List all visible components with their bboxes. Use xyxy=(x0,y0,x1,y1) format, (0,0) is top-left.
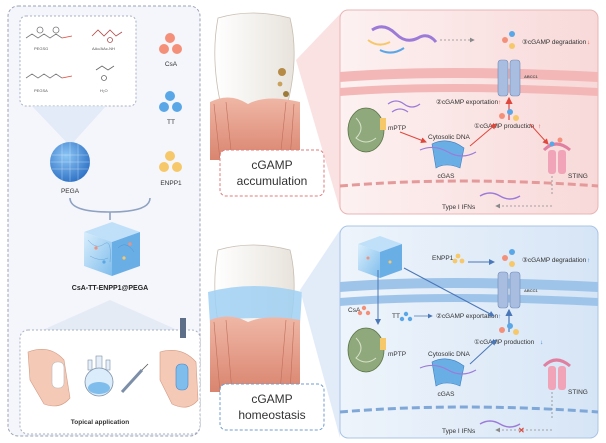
csa-label: CsA xyxy=(165,61,178,68)
h2o-label: H₂O xyxy=(100,88,108,93)
state-bottom-line2: homeostasis xyxy=(238,408,305,422)
csa-cluster-icon xyxy=(159,33,182,54)
sting-top-label: STING xyxy=(568,173,588,180)
abcc1-bottom-label: ABCC1 xyxy=(524,288,539,293)
nuclear-dna-bottom xyxy=(479,420,521,428)
pegsa-label: PEGSA xyxy=(34,88,48,93)
inset-funnel xyxy=(32,106,106,146)
pega-sphere xyxy=(50,142,90,182)
abcc1-transporter-bottom xyxy=(497,271,521,309)
state-box-top xyxy=(219,149,325,197)
top-panel-frame xyxy=(339,9,599,215)
tooth-diseased xyxy=(210,12,300,161)
combine-bracket xyxy=(69,197,151,220)
type1-ifns-top-label: Type I IFNs xyxy=(442,204,476,211)
sting-bottom-label: STING xyxy=(568,389,588,396)
production-top-arrow: ↑ xyxy=(538,123,541,130)
cgamp-cluster-top xyxy=(499,109,519,121)
mptp-bottom-label: mPTP xyxy=(388,351,406,358)
aac-label: AAc/AAc-NH xyxy=(92,46,115,51)
finger-right-icon xyxy=(159,318,199,408)
production-bottom-arrow: ↓ xyxy=(540,339,543,346)
mptp-top-label: mPTP xyxy=(388,125,406,132)
flask-icon xyxy=(84,355,114,397)
degradation-top-label: ③cGAMP degradation xyxy=(522,38,587,46)
topical-application-label: Topical application xyxy=(71,419,129,426)
cgamp-cluster-bottom xyxy=(499,323,519,335)
cube-to-export-arrow xyxy=(403,267,495,317)
membrane-bottom xyxy=(340,278,598,306)
abcc1-top-label: ABCC1 xyxy=(524,74,539,79)
nucleus-border-top xyxy=(339,179,599,188)
state-box-bottom xyxy=(219,383,325,431)
mitochondria-top xyxy=(347,107,386,153)
production-bottom-label: ①cGAMP production xyxy=(474,338,535,346)
membrane-top xyxy=(340,68,598,96)
degradation-bottom-arrow: ↑ xyxy=(587,257,590,264)
degradation-bottom-label: ③cGAMP degradation xyxy=(522,256,587,264)
enpp1-bottom-icon xyxy=(452,253,465,264)
cgas-enzyme-top xyxy=(419,140,477,169)
sting-receptor-top xyxy=(542,137,571,174)
aac-structure xyxy=(91,29,123,43)
tt-label: TT xyxy=(167,119,175,126)
sting-arrow-top xyxy=(529,123,549,145)
finger-left-icon xyxy=(27,349,71,407)
type1-ifns-bottom-label: Type I IFNs xyxy=(442,428,476,435)
sting-receptor-bottom xyxy=(542,358,571,390)
production-top-label: ①cGAMP production xyxy=(474,122,535,130)
enpp1-label: ENPP1 xyxy=(160,180,182,187)
state-bottom-line1: cGAMP xyxy=(251,392,292,406)
mptp-dna-arrow-top xyxy=(399,131,427,144)
csa-bottom-label: CsA xyxy=(348,307,361,314)
cgamp-molecule-bottom xyxy=(502,249,515,267)
exportation-top-label: ②cGAMP exportation xyxy=(436,98,498,106)
exportation-top-arrow: ↑ xyxy=(498,99,501,106)
composite-label: CsA-TT-ENPP1@PEGA xyxy=(72,285,148,292)
tt-cluster-icon xyxy=(159,91,182,112)
pegsg-label: PEGSG xyxy=(34,46,48,51)
tt-bottom-label: TT xyxy=(392,313,400,320)
syringe-icon xyxy=(120,363,149,394)
pegsg-structure xyxy=(25,26,73,39)
state-top-line1: cGAMP xyxy=(251,158,292,172)
mitochondria-bottom xyxy=(347,327,386,373)
state-top-line2: accumulation xyxy=(237,174,308,188)
reaction-structure xyxy=(95,65,115,81)
degradation-top-arrow: ↓ xyxy=(587,39,590,46)
pegsa-structure xyxy=(25,73,73,79)
zoom-fan-bottom xyxy=(300,230,340,438)
protein-ribbon-icon xyxy=(367,25,438,54)
composite-cube xyxy=(84,222,140,276)
tt-bottom-icon xyxy=(399,311,413,322)
cgas-bottom-label: cGAS xyxy=(438,391,456,398)
cytosolic-dna-top-label: Cytosolic DNA xyxy=(428,134,471,141)
zoom-fan-top xyxy=(296,14,340,210)
block-x-icon: ✕ xyxy=(518,426,525,435)
cgas-enzyme-bottom xyxy=(419,358,477,387)
csa-bottom-icon xyxy=(357,305,371,316)
exportation-bottom-arrow: ↑ xyxy=(498,313,501,320)
abcc1-transporter-top xyxy=(497,59,521,97)
enpp1-cluster-icon xyxy=(159,151,182,172)
hydrogel-cube-bottom xyxy=(358,236,402,278)
cgas-top-label: cGAS xyxy=(438,173,456,180)
pega-label: PEGA xyxy=(61,188,80,195)
tooth-treated xyxy=(208,244,302,393)
enpp1-bottom-label: ENPP1 xyxy=(432,255,454,262)
dna-strands-top xyxy=(387,100,421,113)
nuclear-dna-top xyxy=(479,192,521,200)
nucleus-border-bottom xyxy=(339,405,599,414)
production-arrow-bottom xyxy=(469,339,497,365)
cytosolic-dna-bottom-label: Cytosolic DNA xyxy=(428,351,471,358)
production-arrow-top xyxy=(469,123,497,147)
cgamp-molecule-icon xyxy=(502,31,515,49)
exportation-bottom-label: ②cGAMP exportation xyxy=(436,312,498,320)
